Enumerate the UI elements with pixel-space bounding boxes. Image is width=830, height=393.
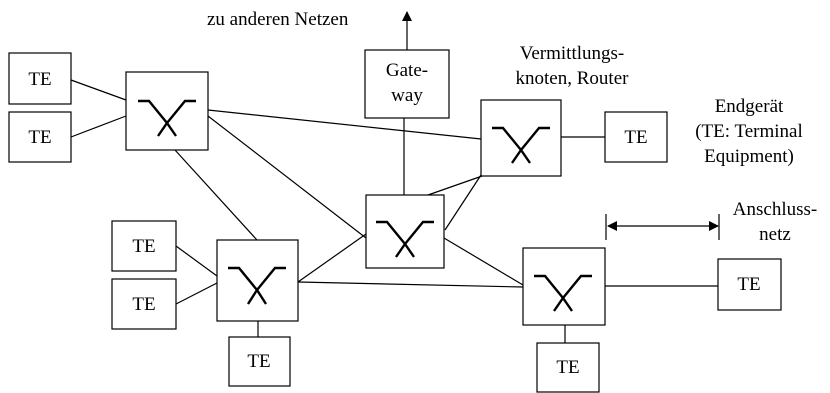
link-te2-router1 — [70, 115, 127, 138]
router-node-1 — [125, 71, 209, 151]
switch-label-line2: knoten, Router — [516, 68, 630, 89]
te-box-3: TE — [604, 111, 668, 163]
link-te1-router1 — [70, 79, 127, 101]
link-router2-router3 — [444, 174, 482, 231]
te-label: TE — [132, 294, 155, 315]
anschluss-label-line2: netz — [759, 224, 791, 245]
link-router3-router5 — [443, 237, 524, 286]
te-label: TE — [556, 357, 579, 378]
switch-icon — [534, 274, 592, 312]
switch-icon — [492, 126, 550, 164]
anschluss-label-line1: Anschluss- — [733, 199, 817, 220]
router-node-2 — [480, 99, 562, 177]
gateway-label-line2: way — [391, 85, 423, 106]
link-router1-router4 — [174, 149, 258, 241]
te-label: TE — [132, 236, 155, 257]
te-box-1: TE — [8, 52, 72, 105]
links — [70, 38, 718, 343]
link-router4-router5 — [297, 281, 524, 288]
router-node-3 — [365, 194, 445, 269]
link-router1-router2 — [207, 109, 482, 140]
switch-icon — [228, 266, 286, 305]
te-label: TE — [28, 69, 51, 90]
switch-icon — [138, 99, 196, 137]
link-router1-router3 — [207, 115, 367, 239]
te-label: TE — [28, 127, 51, 148]
gateway-box: Gate- way — [364, 49, 450, 119]
te-label: TE — [624, 127, 647, 148]
link-router4-te-lower — [175, 282, 218, 305]
link-router3-router4 — [297, 233, 367, 283]
te-box-8: TE — [717, 258, 782, 311]
router-node-4 — [216, 239, 299, 322]
endgeraet-label-line1: Endgerät — [715, 96, 784, 117]
te-label: TE — [737, 274, 760, 295]
switch-icon — [376, 220, 434, 258]
te-box-5: TE — [111, 278, 177, 330]
link-router3-router2 — [427, 174, 486, 196]
link-router4-te-upper — [175, 245, 218, 277]
external-network-label: zu anderen Netzen — [207, 9, 349, 30]
te-label: TE — [247, 351, 270, 372]
te-box-2: TE — [8, 111, 72, 163]
router-node-5 — [522, 247, 606, 326]
te-box-4: TE — [111, 220, 177, 272]
te-box-7: TE — [536, 342, 600, 393]
switch-label-line1: Vermittlungs- — [520, 43, 625, 64]
endgeraet-label-line2: (TE: Terminal — [695, 121, 803, 142]
te-box-6: TE — [228, 336, 291, 387]
endgeraet-label-line3: Equipment) — [704, 146, 794, 167]
gateway-label-line1: Gate- — [386, 60, 428, 81]
